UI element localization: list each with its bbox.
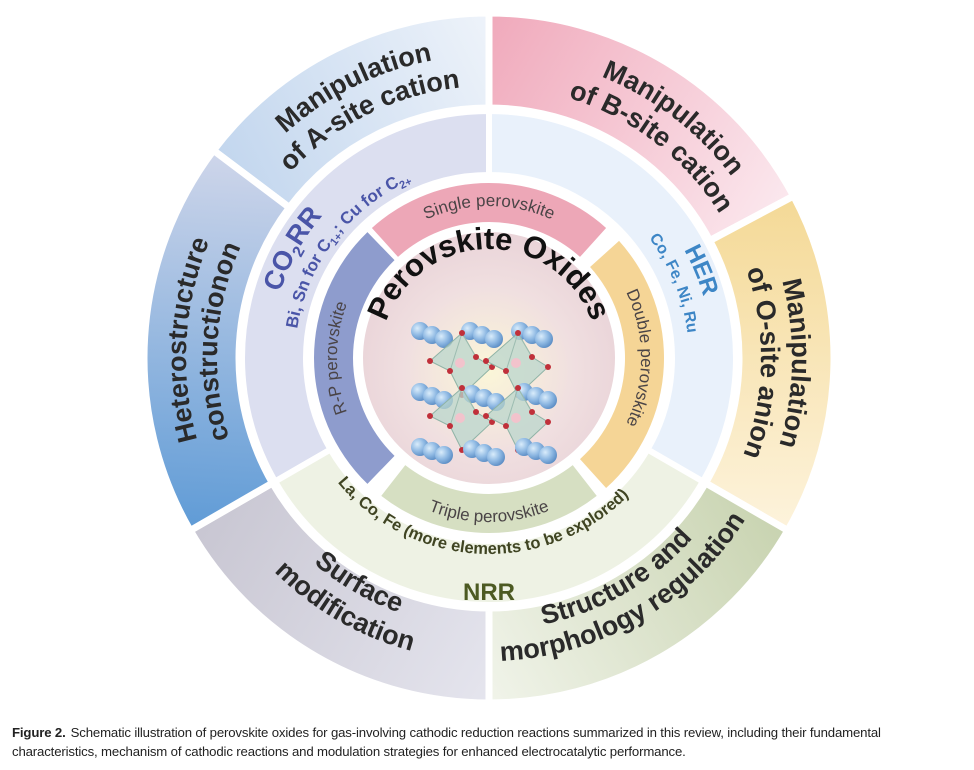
oxygen-atom — [515, 385, 521, 391]
perovskite-crystal-icon — [411, 322, 557, 466]
oxygen-atom — [483, 358, 489, 364]
a-site-atom — [539, 391, 557, 409]
oxygen-atom — [427, 358, 433, 364]
type-segment-double — [580, 240, 665, 489]
reaction-segment-nrr — [270, 445, 708, 608]
oxygen-atom — [473, 409, 479, 415]
oxygen-atom — [515, 330, 521, 336]
oxygen-atom — [459, 385, 465, 391]
reaction-segment-co2rr — [239, 107, 492, 486]
type-segment-r-p — [314, 232, 395, 484]
oxygen-atom — [459, 330, 465, 336]
type-segment-single — [371, 183, 607, 257]
a-site-atom — [435, 330, 453, 348]
a-site-atom — [435, 446, 453, 464]
oxygen-atom — [447, 423, 453, 429]
a-site-atom — [539, 446, 557, 464]
oxygen-atom — [503, 423, 509, 429]
oxygen-atom — [529, 354, 535, 360]
oxygen-atom — [473, 354, 479, 360]
b-site-atom — [455, 413, 465, 423]
caption-text: Schematic illustration of perovskite oxi… — [12, 725, 881, 759]
b-site-atom — [511, 358, 521, 368]
a-site-atom — [535, 330, 553, 348]
b-site-atom — [455, 358, 465, 368]
type-segment-triple — [381, 465, 597, 534]
a-site-atom — [487, 448, 505, 466]
figure-caption: Figure 2.Schematic illustration of perov… — [12, 723, 967, 761]
oxygen-atom — [503, 368, 509, 374]
oxygen-atom — [489, 419, 495, 425]
b-site-atom — [511, 413, 521, 423]
reaction-ring — [239, 107, 739, 608]
oxygen-atom — [427, 413, 433, 419]
reaction-segment-her — [486, 107, 739, 486]
oxygen-atom — [447, 368, 453, 374]
oxygen-atom — [529, 409, 535, 415]
oxygen-atom — [483, 413, 489, 419]
a-site-atom — [485, 330, 503, 348]
oxygen-atom — [545, 364, 551, 370]
oxygen-atom — [545, 419, 551, 425]
caption-label: Figure 2. — [12, 725, 66, 740]
oxygen-atom — [489, 364, 495, 370]
reaction-title: NRR — [463, 579, 515, 606]
core-circle: Perovskite Oxides — [359, 221, 619, 488]
